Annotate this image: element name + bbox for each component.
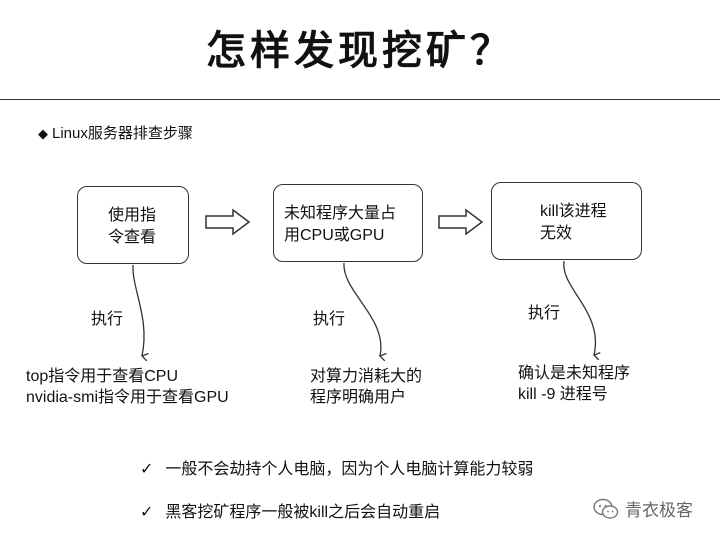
- connector-2: [343, 262, 381, 356]
- title-divider: [0, 99, 720, 100]
- subtitle-text: Linux服务器排查步骤: [52, 125, 193, 142]
- step-box-3: kill该进程 无效: [491, 182, 642, 260]
- step-1-line-2: 令查看: [108, 229, 157, 246]
- result-2: 对算力消耗大的 程序明确用户: [310, 366, 422, 408]
- note-1-text: 一般不会劫持个人电脑，因为个人电脑计算能力较弱: [165, 461, 534, 478]
- result-1-line-2: nvidia-smi指令用于查看GPU: [26, 389, 229, 406]
- note-2: ✓ 黑客挖矿程序一般被kill之后会自动重启: [140, 498, 440, 522]
- step-2-line-1: 未知程序大量占: [284, 205, 397, 222]
- action-label-2: 执行: [313, 311, 346, 328]
- subtitle: ◆ Linux服务器排查步骤: [38, 122, 193, 143]
- note-1: ✓ 一般不会劫持个人电脑，因为个人电脑计算能力较弱: [140, 455, 533, 479]
- checkmark-icon: ✓: [140, 504, 154, 521]
- connector-1: [132, 264, 144, 356]
- step-box-2: 未知程序大量占 用CPU或GPU: [273, 184, 423, 262]
- result-2-line-1: 对算力消耗大的: [310, 368, 423, 385]
- result-3-line-2: kill -9 进程号: [518, 386, 608, 403]
- note-2-text: 黑客挖矿程序一般被kill之后会自动重启: [165, 504, 441, 521]
- connector-3: [563, 260, 596, 355]
- page-title: 怎样发现挖矿？: [206, 27, 514, 74]
- watermark-text: 青衣极客: [625, 501, 693, 520]
- checkmark-icon: ✓: [140, 461, 154, 478]
- diamond-icon: ◆: [38, 126, 48, 141]
- action-label-3: 执行: [528, 305, 561, 322]
- step-3-line-2: 无效: [540, 225, 573, 242]
- arrow-right-icon: [438, 208, 484, 236]
- result-3: 确认是未知程序 kill -9 进程号: [518, 363, 630, 405]
- watermark: 青衣极客: [593, 496, 693, 521]
- action-label-1: 执行: [91, 311, 124, 328]
- step-box-1: 使用指 令查看: [77, 186, 189, 264]
- arrow-right-icon: [205, 208, 251, 236]
- result-3-line-1: 确认是未知程序: [518, 365, 631, 382]
- step-2-line-2: 用CPU或GPU: [284, 227, 385, 244]
- result-1: top指令用于查看CPU nvidia-smi指令用于查看GPU: [26, 366, 229, 408]
- result-2-line-2: 程序明确用户: [310, 389, 407, 406]
- result-1-line-1: top指令用于查看CPU: [26, 368, 179, 385]
- step-3-line-1: kill该进程: [540, 203, 607, 220]
- step-1-line-1: 使用指: [108, 207, 157, 224]
- wechat-icon: [593, 498, 619, 519]
